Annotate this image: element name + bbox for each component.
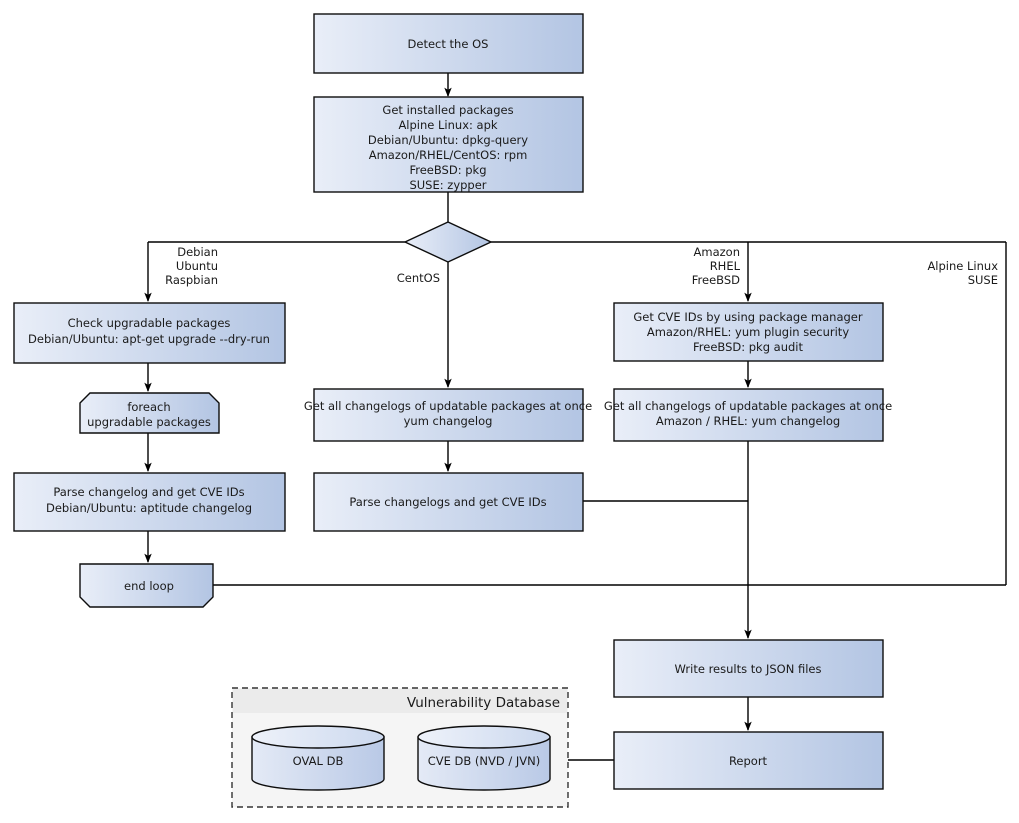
- node-parse-changelog-deb-line-1: Debian/Ubuntu: aptitude changelog: [46, 501, 252, 515]
- node-os-decision[interactable]: [403, 221, 493, 263]
- node-get-installed-line-0: Get installed packages: [382, 103, 513, 117]
- branch-label-centos-0: CentOS: [397, 271, 440, 285]
- node-report[interactable]: Report: [613, 731, 884, 790]
- node-end-loop-line-0: end loop: [124, 579, 174, 593]
- node-report-line-0: Report: [729, 754, 768, 768]
- db-oval-label: OVAL DB: [293, 754, 344, 768]
- node-check-upgradable-line-1: Debian/Ubuntu: apt-get upgrade --dry-run: [28, 332, 270, 346]
- db-oval[interactable]: OVAL DB: [251, 725, 385, 791]
- node-end-loop[interactable]: end loop: [79, 563, 214, 608]
- node-get-installed-line-5: SUSE: zypper: [409, 178, 486, 192]
- branch-label-alpine: Alpine Linux SUSE: [927, 259, 998, 287]
- node-get-installed-line-4: FreeBSD: pkg: [409, 163, 486, 177]
- node-foreach-loop-start[interactable]: foreach upgradable packages: [79, 392, 220, 434]
- node-foreach-line-0: foreach: [127, 400, 170, 414]
- branch-label-centos: CentOS: [397, 271, 440, 285]
- group-title-label: Vulnerability Database: [407, 695, 560, 711]
- node-get-cve-ids-package-manager[interactable]: Get CVE IDs by using package manager Ama…: [613, 302, 884, 362]
- group-vulnerability-database: Vulnerability Database OVAL DB CVE DB (N…: [231, 687, 569, 808]
- node-write-results[interactable]: Write results to JSON files: [613, 639, 884, 698]
- node-changelogs-centos-line-0: Get all changelogs of updatable packages…: [304, 399, 592, 413]
- branch-label-debian-0: Debian: [177, 245, 218, 259]
- branch-label-debian-2: Raspbian: [165, 273, 218, 287]
- node-parse-changelog-deb-line-0: Parse changelog and get CVE IDs: [53, 485, 244, 499]
- branch-label-alpine-0: Alpine Linux: [927, 259, 998, 273]
- db-cve-label: CVE DB (NVD / JVN): [428, 754, 541, 768]
- node-parse-changelogs-centos[interactable]: Parse changelogs and get CVE IDs: [313, 472, 584, 532]
- node-changelogs-amazon-line-0: Get all changelogs of updatable packages…: [604, 399, 892, 413]
- node-detect-os-line-0: Detect the OS: [408, 37, 489, 51]
- branch-label-debian: Debian Ubuntu Raspbian: [165, 245, 218, 287]
- node-get-installed-line-3: Amazon/RHEL/CentOS: rpm: [369, 148, 528, 162]
- db-cve[interactable]: CVE DB (NVD / JVN): [417, 725, 551, 791]
- branch-label-amazon-1: RHEL: [710, 259, 741, 273]
- node-changelogs-centos-line-1: yum changelog: [404, 414, 493, 428]
- branch-label-amazon: Amazon RHEL FreeBSD: [692, 245, 741, 287]
- node-get-cve-ids-pm-line-2: FreeBSD: pkg audit: [693, 340, 804, 354]
- node-parse-changelog-debian[interactable]: Parse changelog and get CVE IDs Debian/U…: [13, 472, 286, 532]
- branch-label-alpine-1: SUSE: [968, 273, 998, 287]
- node-write-results-line-0: Write results to JSON files: [675, 662, 822, 676]
- branch-label-debian-1: Ubuntu: [176, 259, 218, 273]
- branch-label-amazon-2: FreeBSD: [692, 273, 740, 287]
- group-title-bar: [233, 689, 567, 713]
- node-changelogs-amazon[interactable]: Get all changelogs of updatable packages…: [604, 388, 892, 442]
- node-get-installed-line-1: Alpine Linux: apk: [398, 118, 497, 132]
- node-foreach-line-1: upgradable packages: [87, 415, 211, 429]
- node-get-installed-line-2: Debian/Ubuntu: dpkg-query: [368, 133, 528, 147]
- node-get-cve-ids-pm-line-1: Amazon/RHEL: yum plugin security: [647, 325, 849, 339]
- node-check-upgradable[interactable]: Check upgradable packages Debian/Ubuntu:…: [13, 302, 286, 364]
- node-check-upgradable-line-0: Check upgradable packages: [68, 316, 231, 330]
- node-get-installed-packages[interactable]: Get installed packages Alpine Linux: apk…: [313, 96, 584, 193]
- node-parse-changelogs-centos-line-0: Parse changelogs and get CVE IDs: [349, 495, 546, 509]
- node-get-cve-ids-pm-line-0: Get CVE IDs by using package manager: [633, 310, 863, 324]
- node-changelogs-amazon-line-1: Amazon / RHEL: yum changelog: [656, 414, 840, 428]
- edges: [144, 73, 1007, 761]
- branch-label-amazon-0: Amazon: [694, 245, 740, 259]
- node-detect-os[interactable]: Detect the OS: [313, 13, 584, 74]
- node-changelogs-centos[interactable]: Get all changelogs of updatable packages…: [304, 388, 592, 442]
